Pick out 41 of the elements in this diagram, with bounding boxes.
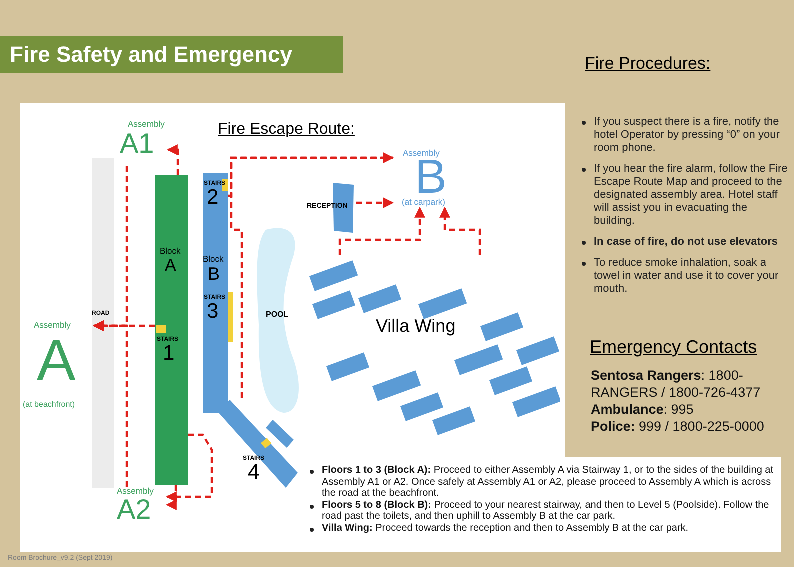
assembly-point-name: A1 — [120, 130, 154, 158]
stairs-number: 4 — [248, 462, 260, 483]
building-label: Block — [160, 247, 181, 256]
building-label: B — [208, 265, 220, 283]
building-block — [155, 175, 188, 485]
procedure-item: In case of fire, do not use elevators — [594, 236, 778, 249]
assembly-label: Assembly — [117, 487, 154, 496]
building-label: A — [165, 257, 176, 274]
escape-route-arrow — [440, 206, 482, 255]
section-heading: Fire Procedures: — [585, 53, 711, 74]
stairs-number: 3 — [207, 301, 219, 322]
route-instruction: Floors 1 to 3 (Block A): Proceed to either Assembly A via Stairway 1, or to the sides of the building at Assembly A1 or A2. Once safely at Assembly A1 or A2, please proceed to Assembly A which is across the road at the beachfront. — [322, 465, 775, 500]
route-instruction: Villa Wing: Proceed towards the reception and then to Assembly B at the car park. — [322, 522, 689, 535]
escape-route-arrow — [338, 206, 426, 255]
escape-route-arrow — [92, 320, 128, 487]
stairs-number: 1 — [163, 343, 175, 364]
pool-label: POOL — [266, 311, 289, 319]
location-note: (at beachfront) — [23, 401, 76, 409]
location-note: (at carpark) — [402, 198, 446, 206]
escape-route-arrow — [166, 485, 178, 510]
stairs-number: 2 — [207, 187, 219, 208]
building-label: Block — [203, 255, 224, 264]
title-banner: Fire Safety and Emergency — [0, 36, 343, 73]
contact-line: Police: 999 / 1800-225-0000 — [591, 418, 766, 435]
route-instruction: Floors 5 to 8 (Block B): Proceed to your nearest stairway, and then to Level 5 (Poolside). Follow the road past the toilets, and then uphill to Assembly B at the car park. — [322, 500, 770, 523]
assembly-label: Assembly — [34, 321, 71, 330]
assembly-label: Assembly — [128, 120, 165, 128]
escape-route-arrow — [230, 152, 394, 398]
procedure-item: To reduce smoke inhalation, soak a towel in water and use it to cover your mouth. — [594, 257, 780, 296]
contact-line: Ambulance: 995 — [591, 401, 695, 418]
section-heading: Emergency Contacts — [590, 336, 758, 358]
escape-route-arrow — [166, 434, 214, 502]
assembly-point-name: A — [37, 332, 76, 390]
contact-line: Sentosa Rangers: 1800-RANGERS / 1800-726-4377 — [591, 367, 762, 401]
area-label: Villa Wing — [376, 317, 456, 335]
assembly-point-name: A2 — [117, 496, 152, 524]
map-heading: Fire Escape Route: — [218, 120, 355, 140]
escape-route-arrow — [356, 198, 394, 208]
procedure-item: If you suspect there is a fire, notify the hotel Operator by pressing “0” on your room phone. — [594, 116, 781, 155]
escape-route-arrow — [166, 144, 180, 175]
procedure-item: If you hear the fire alarm, follow the Fire Escape Route Map and proceed to the designated assembly area. Hotel staff will assist you in evacuating the building. — [594, 163, 789, 228]
